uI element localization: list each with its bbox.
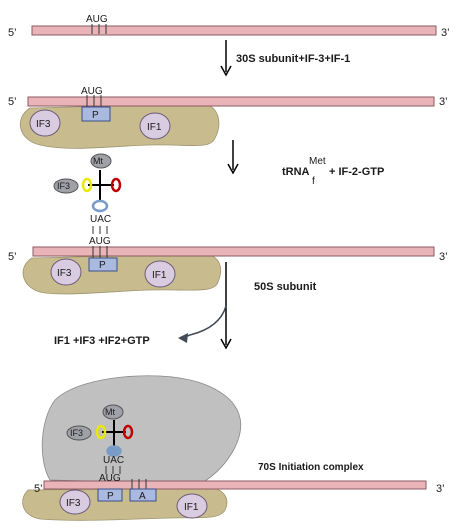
step-1-arrow xyxy=(220,40,232,77)
p-site-box xyxy=(81,106,111,122)
if3-label: IF3 xyxy=(57,268,72,279)
met-label: Mt xyxy=(105,407,115,417)
d-loop xyxy=(95,424,107,440)
codon-ticks xyxy=(131,479,147,489)
five-prime-label: 5’ xyxy=(8,251,17,263)
trna-subscript: f xyxy=(312,176,315,187)
if3-label: IF3 xyxy=(36,119,51,130)
if3-label: IF3 xyxy=(57,181,70,191)
aug-codon-label: AUG xyxy=(99,473,121,484)
if1-label: IF1 xyxy=(184,502,199,513)
stage-2-30s-complex: 5’ 3’ AUG P IF3 IF1 xyxy=(8,86,448,149)
step-3-arrow xyxy=(178,262,232,350)
three-prime-label: 3’ xyxy=(436,483,445,495)
pairing-ticks xyxy=(92,226,108,234)
five-prime-label: 5’ xyxy=(34,483,43,495)
d-loop xyxy=(81,177,93,193)
released-factors-label: IF1 +IF3 +IF2+GTP xyxy=(54,335,150,347)
if3-on-trna xyxy=(53,178,79,194)
trna-label: tRNA xyxy=(282,166,310,178)
if1-factor xyxy=(139,112,171,140)
five-prime-label: 5’ xyxy=(8,96,17,108)
methionine-ball xyxy=(90,153,112,169)
p-site-box xyxy=(97,488,123,502)
met-label: Mt xyxy=(93,156,103,166)
if3-factor xyxy=(50,258,82,286)
codon-ticks xyxy=(86,95,102,107)
initiator-trna: Mt IF3 UAC AUG xyxy=(53,153,122,247)
three-prime-label: 3’ xyxy=(439,96,448,108)
if3-label: IF3 xyxy=(70,428,83,438)
if1-label: IF1 xyxy=(147,122,162,133)
if1-factor xyxy=(144,260,176,288)
step-2-label: tRNA Met f + IF-2-GTP xyxy=(282,156,384,187)
step-1-label: 30S subunit+IF-3+IF-1 xyxy=(236,53,350,65)
step-2-arrow xyxy=(227,140,239,175)
stage-4-70s-complex: 5’ 3’ Mt IF3 UAC AUG P A IF3 IF1 xyxy=(22,375,445,521)
mrna-strand xyxy=(31,25,437,36)
complex-label: 70S Initiation complex xyxy=(258,462,364,473)
release-arrowhead xyxy=(178,333,188,343)
small-ribosomal-subunit xyxy=(19,103,220,149)
stage-3-30s-initiation: 5’ 3’ P IF3 IF1 xyxy=(8,246,448,295)
if3-on-trna xyxy=(66,425,92,441)
t-loop xyxy=(122,424,134,440)
if3-factor xyxy=(29,109,61,137)
stage-1-mrna: 5’ 3’ AUG xyxy=(8,14,450,39)
if1-label: IF1 xyxy=(152,270,167,281)
codon-ticks xyxy=(92,246,108,258)
pairing-ticks xyxy=(105,466,121,474)
p-site-label: P xyxy=(92,110,99,121)
p-site-box xyxy=(88,257,118,272)
aug-codon-label: AUG xyxy=(81,86,103,97)
release-arrow xyxy=(181,305,227,339)
three-prime-label: 3’ xyxy=(439,251,448,263)
if3-factor xyxy=(59,489,91,515)
mrna-strand xyxy=(27,96,435,107)
three-prime-label: 3’ xyxy=(441,27,450,39)
five-prime-label: 5’ xyxy=(8,27,17,39)
a-site-box xyxy=(129,488,157,502)
uac-anticodon-label: UAC xyxy=(90,214,111,225)
t-loop xyxy=(110,177,122,193)
a-site-label: A xyxy=(139,491,146,502)
codon-ticks xyxy=(91,24,107,34)
step-3-label: 50S subunit xyxy=(254,281,317,293)
mrna-strand xyxy=(43,480,427,490)
uac-anticodon-label: UAC xyxy=(103,455,124,466)
anticodon-loop xyxy=(106,445,122,457)
methionine-ball xyxy=(102,404,124,420)
large-ribosomal-subunit xyxy=(41,375,242,485)
p-site-label: P xyxy=(107,491,114,502)
mrna-strand xyxy=(32,246,435,257)
aug-codon-label: AUG xyxy=(86,14,108,25)
trna-suffix: + IF-2-GTP xyxy=(329,166,384,178)
trna-superscript: Met xyxy=(309,156,326,167)
anticodon-loop xyxy=(91,199,109,213)
p-site-label: P xyxy=(99,260,106,271)
if3-label: IF3 xyxy=(66,498,81,509)
if1-factor xyxy=(176,493,208,519)
aug-codon-label: AUG xyxy=(89,236,111,247)
